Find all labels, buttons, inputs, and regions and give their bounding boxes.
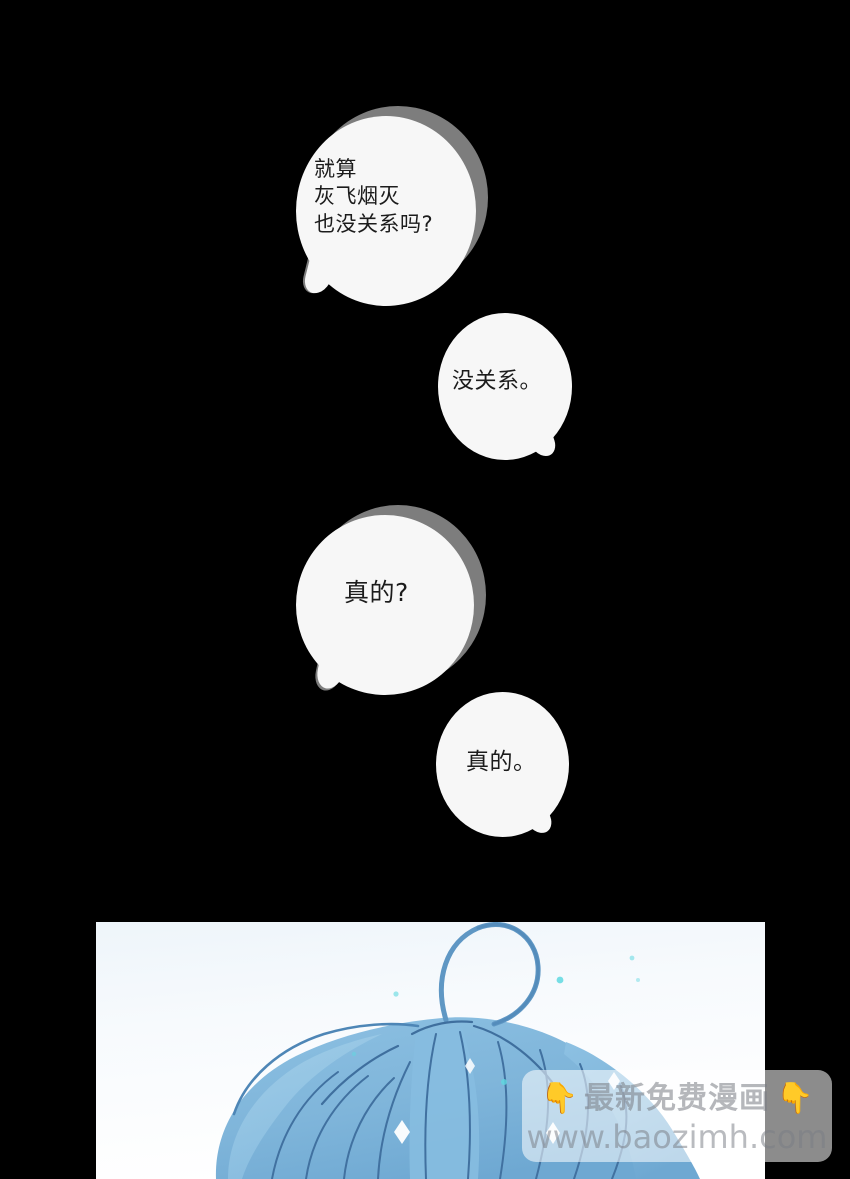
- speech-bubble-3: 真的?: [296, 505, 488, 700]
- speech-bubble-2: 没关系。: [438, 313, 578, 465]
- bubble-text: 没关系。: [452, 369, 543, 394]
- speech-bubble-1: 就算 灰飞烟灭 也没关系吗?: [296, 106, 488, 306]
- bubble-text: 就算 灰飞烟灭 也没关系吗?: [314, 157, 434, 236]
- hair-highlight-left: [228, 1034, 382, 1179]
- speech-bubble-4: 真的。: [436, 692, 576, 842]
- floating-sparkle-particles: [351, 955, 640, 1085]
- character-illustration: [96, 922, 765, 1179]
- comic-art-panel: [96, 922, 765, 1179]
- pointing-down-hand-right-icon: 👇: [776, 1080, 814, 1116]
- hair-stray-strand: [232, 1022, 420, 1116]
- ahoge-inner-line: [476, 922, 540, 1026]
- bubble-text: 真的。: [466, 749, 537, 775]
- hair-forelock: [409, 1028, 480, 1179]
- bubble-text: 真的?: [344, 578, 409, 607]
